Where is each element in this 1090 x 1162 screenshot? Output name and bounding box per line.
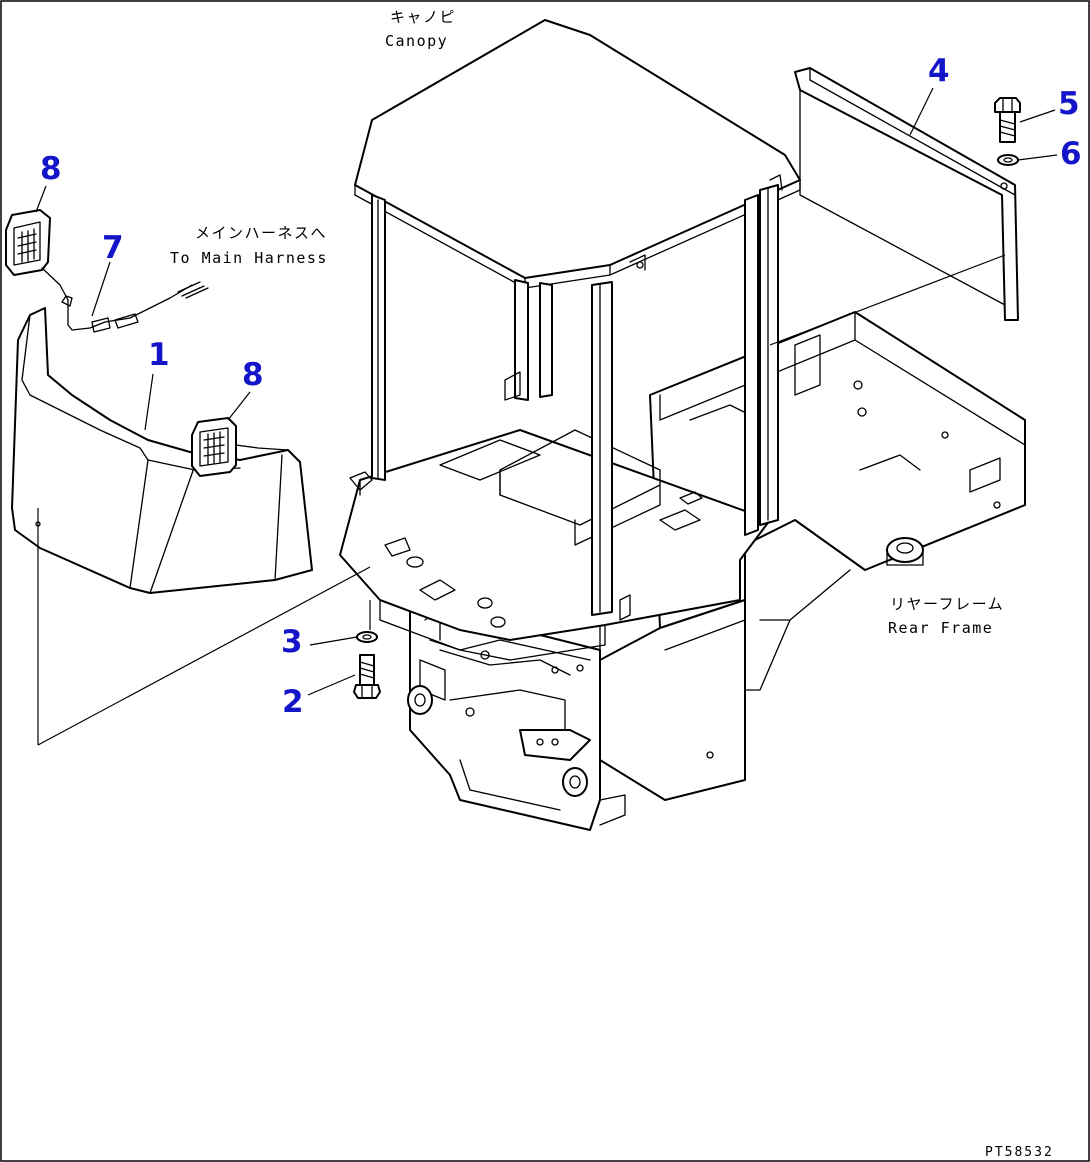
guard-mount-line [769,254,1006,346]
canopy-label-en: Canopy [385,32,448,50]
bolt-part-2 [353,654,381,699]
leader-8a [35,185,47,213]
bolt-part-5 [994,97,1021,143]
harness-label-jp: メインハーネスへ [195,224,327,242]
leader-1 [144,373,154,431]
callout-7: 7 [102,230,124,266]
floor-plate [339,429,771,661]
work-lamp-part-8-upper [5,209,51,276]
callout-8-upper: 8 [40,151,62,187]
rear-frame-label-jp: リヤーフレーム [890,595,1004,613]
harness-label-en: To Main Harness [170,249,328,267]
leader-2 [307,674,356,696]
callout-5: 5 [1058,86,1080,122]
rear-frame-label-en: Rear Frame [888,619,993,637]
leader-7 [91,261,111,317]
wiring-harness-part-7 [41,267,209,333]
work-lamp-part-8-lower [191,417,289,477]
callout-3: 3 [281,624,303,660]
fender-mount-line-diag [37,566,371,746]
callout-2: 2 [282,684,304,720]
washer-part-3 [356,631,378,643]
drawing-code: PT58532 [985,1145,1054,1160]
leader-8b [227,391,251,421]
leader-3 [309,636,358,646]
callout-1: 1 [148,337,170,373]
leader-6 [1017,154,1058,161]
callout-4: 4 [928,53,950,89]
washer-part-6 [997,154,1019,166]
rear-guard-bar [794,67,1019,321]
callout-6: 6 [1060,136,1082,172]
leader-5 [1019,109,1056,123]
leader-4 [909,87,934,136]
canopy [349,19,801,621]
canopy-label-jp: キャノピ [390,8,456,26]
callout-8-lower: 8 [242,357,264,393]
front-fender-part-1 [11,307,313,594]
